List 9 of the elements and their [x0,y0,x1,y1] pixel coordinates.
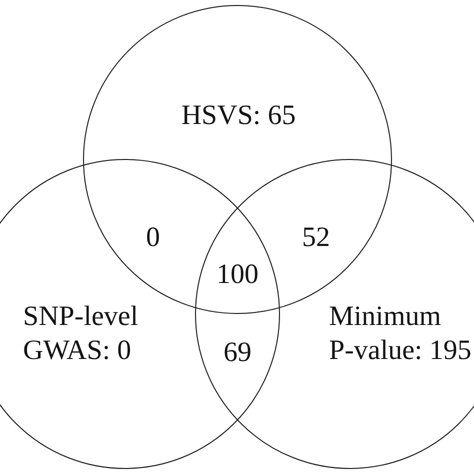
region-count: 0 [146,224,160,252]
region-count: 52 [302,224,330,252]
set-label: HSVS: 65 [181,99,296,133]
set-label: Minimum P-value: 195 [329,300,472,368]
venn-circle [0,159,280,469]
region-count: 69 [224,339,252,367]
region-count: 100 [216,261,258,289]
set-label: SNP-level GWAS: 0 [23,300,140,368]
venn-circle [195,159,474,469]
